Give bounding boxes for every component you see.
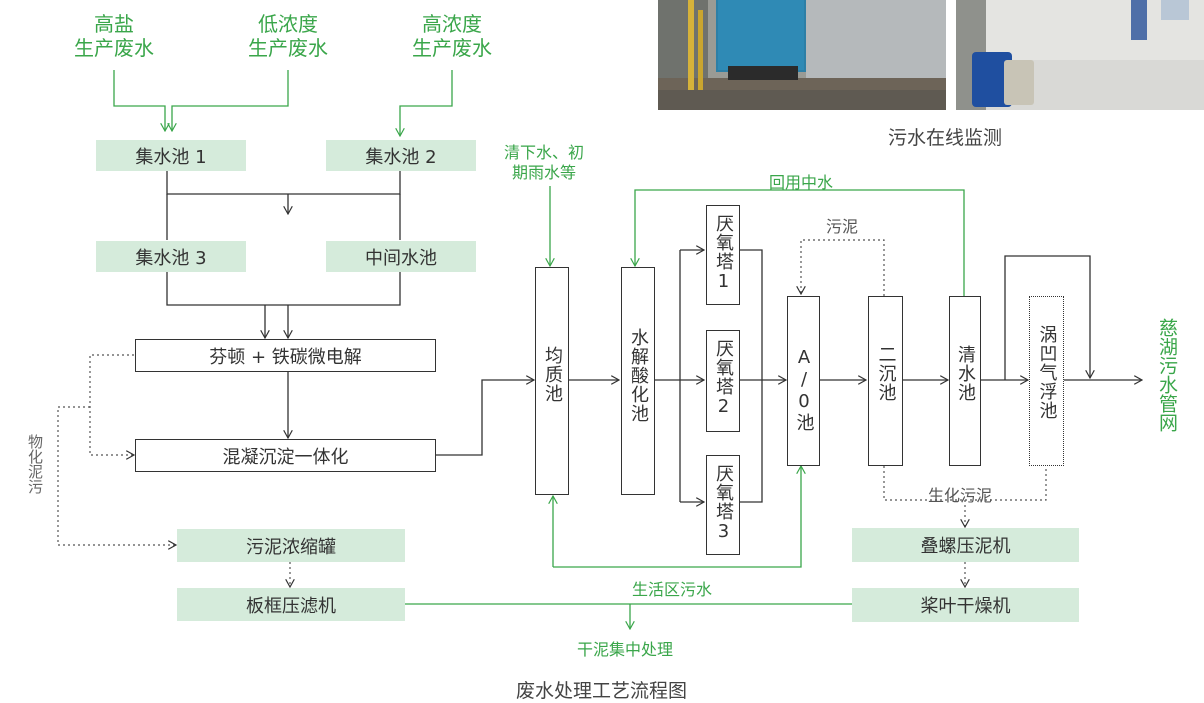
source-low-concentration: 低浓度 生产废水 <box>233 12 343 60</box>
collection-pool-1: 集水池 1 <box>96 140 246 171</box>
equalization-tank-label: 均质池 <box>542 346 563 403</box>
sludge-thickener: 污泥浓缩罐 <box>177 529 405 562</box>
source-high-concentration: 高浓度 生产废水 <box>397 12 507 60</box>
monitoring-station-photo-2 <box>956 0 1204 110</box>
ao-tank: A/0池 <box>787 296 820 466</box>
photo-caption: 污水在线监测 <box>888 127 1003 149</box>
collection-pool-3: 集水池 3 <box>96 241 246 272</box>
source-low-line2: 生产废水 <box>248 36 328 60</box>
cavitation-air-flotation: 涡凹气浮池 <box>1029 296 1064 466</box>
rain-water-line2: 期雨水等 <box>512 163 577 182</box>
monitoring-station-photo-1 <box>658 0 946 110</box>
paddle-dryer: 桨叶干燥机 <box>852 588 1079 622</box>
source-low-line1: 低浓度 <box>258 12 318 36</box>
hydrolysis-tank: 水解酸化池 <box>621 267 655 495</box>
ao-tank-label: A/0池 <box>793 347 815 432</box>
anaerobic-tower-1: 厌氧塔1 <box>706 205 740 305</box>
clear-water-tank: 清水池 <box>949 296 981 466</box>
rain-water-line1: 清下水、初 <box>504 143 585 162</box>
source-high-line2: 生产废水 <box>412 36 492 60</box>
dry-sludge-label: 干泥集中处理 <box>577 640 674 659</box>
sludge-return-label: 污泥 <box>826 217 859 236</box>
anaerobic-tower-3: 厌氧塔3 <box>706 455 740 555</box>
domestic-wastewater-label: 生活区污水 <box>632 580 713 599</box>
secondary-clarifier: 二沉池 <box>868 296 903 466</box>
fenton-unit: 芬顿 + 铁碳微电解 <box>135 339 436 372</box>
figure-caption: 废水处理工艺流程图 <box>516 680 688 702</box>
source-high-salt-line2: 生产废水 <box>74 36 154 60</box>
cihu-sewer-network-label: 慈湖污水管网 <box>1156 318 1178 432</box>
monitoring-photo-2-image <box>956 0 1204 110</box>
coagulation-unit: 混凝沉淀一体化 <box>135 439 436 472</box>
hydrolysis-tank-label: 水解酸化池 <box>628 328 649 423</box>
reuse-water-label: 回用中水 <box>769 173 834 192</box>
source-high-line1: 高浓度 <box>422 12 482 36</box>
anaerobic-tower-1-label: 厌氧塔1 <box>713 214 734 293</box>
rain-water-label: 清下水、初 期雨水等 <box>504 143 584 183</box>
equalization-tank: 均质池 <box>535 267 569 495</box>
anaerobic-tower-3-label: 厌氧塔3 <box>713 464 734 543</box>
anaerobic-tower-2: 厌氧塔2 <box>706 330 740 432</box>
secondary-clarifier-label: 二沉池 <box>875 345 897 402</box>
physicochemical-sludge-label: 物化泥污 <box>26 434 44 494</box>
monitoring-photo-1-image <box>658 0 946 110</box>
collection-pool-2: 集水池 2 <box>326 140 476 171</box>
intermediate-pool: 中间水池 <box>326 241 476 272</box>
bio-sludge-label: 生化污泥 <box>928 486 993 505</box>
cavitation-air-flotation-label: 涡凹气浮池 <box>1036 325 1058 420</box>
source-high-salt-line1: 高盐 <box>94 12 134 36</box>
plate-frame-press: 板框压滤机 <box>177 588 405 621</box>
screw-press: 叠螺压泥机 <box>852 528 1079 562</box>
anaerobic-tower-2-label: 厌氧塔2 <box>713 339 734 418</box>
clear-water-tank-label: 清水池 <box>955 345 976 402</box>
source-high-salt: 高盐 生产废水 <box>59 12 169 60</box>
